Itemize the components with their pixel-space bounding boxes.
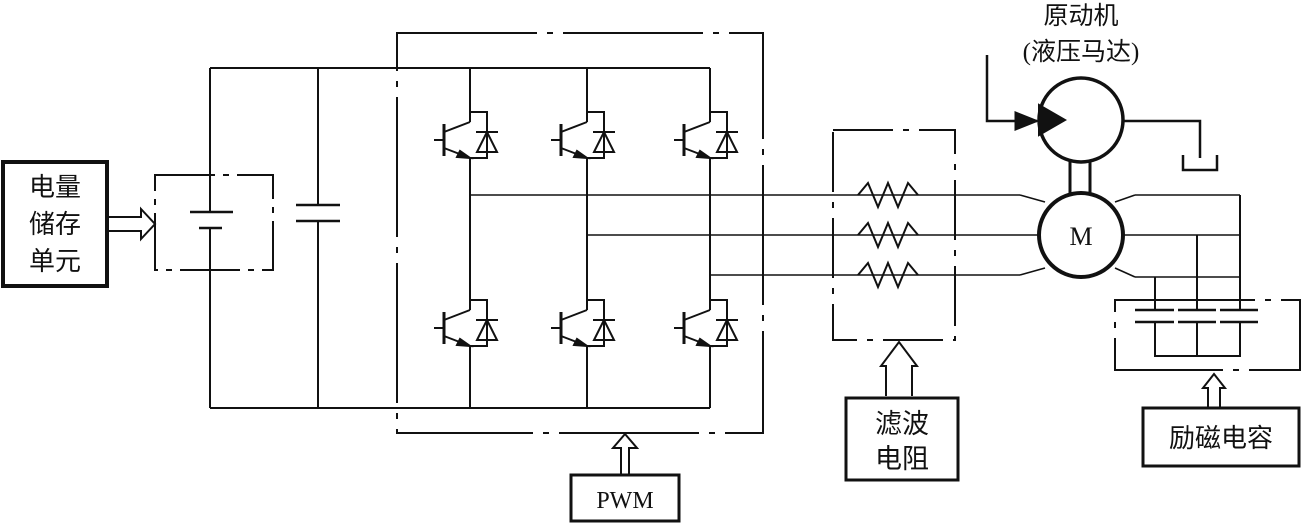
inverter-block — [396, 32, 764, 434]
storage-unit-block — [1, 160, 109, 288]
filter-block — [832, 129, 956, 341]
filter-label-1: 滤波 — [875, 409, 929, 439]
dc-bus — [209, 67, 710, 409]
igbt-switch-icon — [551, 111, 616, 160]
shaft — [1068, 160, 1092, 194]
excitation-label: 励磁电容 — [1169, 424, 1273, 453]
pwm-box — [569, 473, 681, 523]
igbt-switch-icon — [551, 299, 616, 348]
inverter-legs — [469, 68, 711, 408]
filter-resistor-icon — [857, 220, 919, 250]
tank-icon — [1181, 155, 1219, 172]
storage-label-2: 储存 — [29, 210, 81, 239]
hydraulic-motor-icon — [985, 55, 1219, 172]
filter-label-box — [844, 396, 960, 482]
storage-arrow-icon — [109, 206, 157, 242]
motor-icon — [1037, 191, 1240, 279]
excitation-label-box — [1141, 406, 1301, 468]
motor-label: M — [1069, 222, 1092, 251]
filter-label-2: 电阻 — [875, 444, 929, 474]
excitation-capacitor-block — [1114, 195, 1301, 371]
labels: 电量 储存 单元 PWM 滤波 电阻 励磁电容 原动机 (液压马达) M — [29, 2, 1273, 514]
filter-resistor-icon — [857, 180, 919, 210]
phase-lines — [470, 194, 1046, 276]
filter-arrow-icon — [879, 340, 919, 396]
igbt-switch-icon — [674, 111, 739, 160]
igbt-switch-icon — [434, 299, 499, 348]
prime-mover-label: 原动机 — [1043, 2, 1118, 30]
filter-resistor-icon — [857, 260, 919, 290]
excitation-arrow-icon — [1200, 372, 1228, 408]
pwm-arrow-icon — [610, 432, 640, 475]
pwm-label: PWM — [596, 488, 653, 514]
igbt-switch-icon — [674, 299, 739, 348]
storage-label-3: 单元 — [29, 247, 81, 276]
prime-mover-sublabel: (液压马达) — [1023, 38, 1140, 66]
igbt-switch-icon — [434, 111, 499, 160]
battery-block — [154, 174, 274, 271]
storage-label-1: 电量 — [29, 173, 81, 202]
